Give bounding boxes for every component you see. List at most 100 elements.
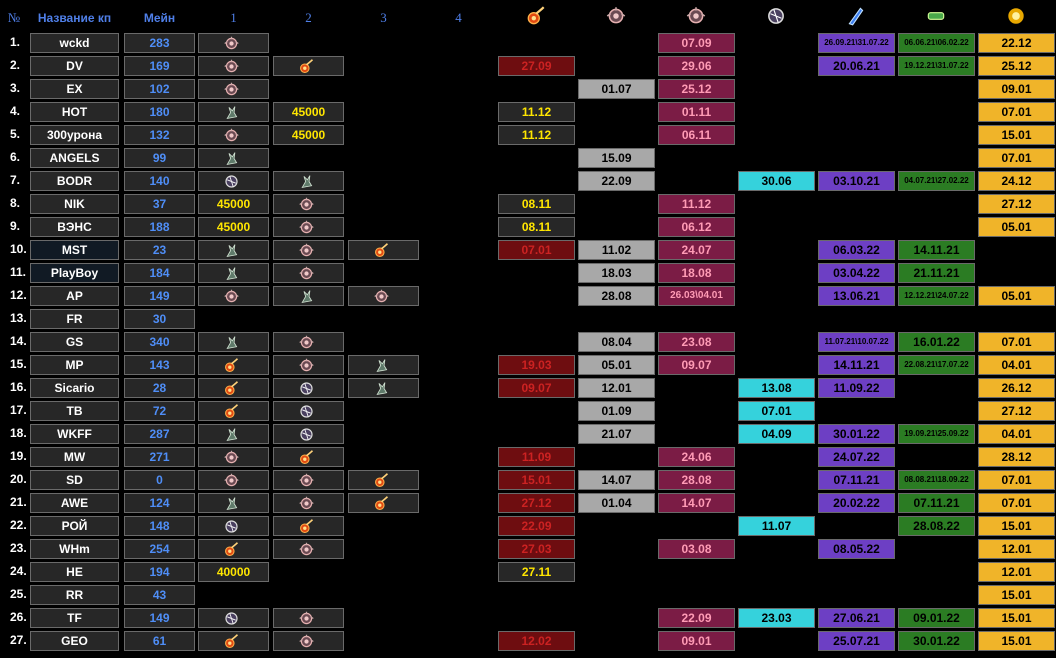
- clan-name[interactable]: GEO: [30, 631, 119, 651]
- slot-1-claw-icon: [198, 240, 269, 260]
- slot-1-fire-icon: [198, 401, 269, 421]
- main-value: 43: [124, 585, 195, 605]
- scroll-date: 16.01.22: [898, 332, 975, 352]
- clan-name[interactable]: AWE: [30, 493, 119, 513]
- row-number: 14.: [10, 334, 27, 348]
- clan-name[interactable]: ВЭНС: [30, 217, 119, 237]
- fire-date: 12.02: [498, 631, 575, 651]
- fire-date: 27.11: [498, 562, 575, 582]
- crest-date: 01.11: [658, 102, 735, 122]
- claw-date: 14.07: [578, 470, 655, 490]
- gold-date: 05.01: [978, 217, 1055, 237]
- header-s1: 1: [230, 10, 237, 25]
- gold-date: 25.12: [978, 56, 1055, 76]
- clan-name[interactable]: WHm: [30, 539, 119, 559]
- gold-date: 12.01: [978, 539, 1055, 559]
- gold-date: 15.01: [978, 585, 1055, 605]
- clan-name[interactable]: HE: [30, 562, 119, 582]
- slot-3-fire-icon: [348, 493, 419, 513]
- clan-name[interactable]: WKFF: [30, 424, 119, 444]
- slot-2-sphere-icon: [273, 378, 344, 398]
- fire-date: 09.07: [498, 378, 575, 398]
- gold-date: 07.01: [978, 493, 1055, 513]
- scroll-date: 09.01.22: [898, 608, 975, 628]
- crystal-date: 20.02.22: [818, 493, 895, 513]
- scroll-date: 19.12.21\31.07.22: [898, 56, 975, 76]
- crest-date: 26.03\04.01: [658, 286, 735, 306]
- clan-name[interactable]: AP: [30, 286, 119, 306]
- slot-1-claw-icon: [198, 102, 269, 122]
- row-number: 1.: [10, 35, 21, 49]
- gold-date: 12.01: [978, 562, 1055, 582]
- crest-date: 09.01: [658, 631, 735, 651]
- crystal-date: 27.06.21: [818, 608, 895, 628]
- clan-name[interactable]: ANGELS: [30, 148, 119, 168]
- row-number: 23.: [10, 541, 27, 555]
- row-number: 12.: [10, 288, 27, 302]
- fire-date: 22.09: [498, 516, 575, 536]
- crest-date: 29.06: [658, 56, 735, 76]
- row-number: 20.: [10, 472, 27, 486]
- clan-name[interactable]: NIK: [30, 194, 119, 214]
- crest-date: 23.08: [658, 332, 735, 352]
- slot-2-crest-icon: [273, 493, 344, 513]
- header-s4: 4: [455, 10, 462, 25]
- clan-name[interactable]: FR: [30, 309, 119, 329]
- clan-name[interactable]: PlayBoy: [30, 263, 119, 283]
- main-value: 149: [124, 608, 195, 628]
- fire-date: 15.01: [498, 470, 575, 490]
- scroll-date: 30.01.22: [898, 631, 975, 651]
- main-value: 271: [124, 447, 195, 467]
- gold-date: 07.01: [978, 470, 1055, 490]
- slot-2-claw-icon: [273, 286, 344, 306]
- clan-name[interactable]: Sicario: [30, 378, 119, 398]
- clan-name[interactable]: 300урона: [30, 125, 119, 145]
- crystal-date: 07.11.21: [818, 470, 895, 490]
- crystal-date: 03.10.21: [818, 171, 895, 191]
- clan-name[interactable]: SD: [30, 470, 119, 490]
- clan-name[interactable]: RR: [30, 585, 119, 605]
- slot-1-claw-icon: [198, 263, 269, 283]
- crest-date: 24.07: [658, 240, 735, 260]
- claw-date: 01.07: [578, 79, 655, 99]
- slot-1-crest-icon: [198, 79, 269, 99]
- main-value: 148: [124, 516, 195, 536]
- clan-name[interactable]: EX: [30, 79, 119, 99]
- row-number: 13.: [10, 311, 27, 325]
- scroll-date: 06.06.21\06.02.22: [898, 33, 975, 53]
- slot-2-claw-icon: [273, 171, 344, 191]
- clan-name[interactable]: TB: [30, 401, 119, 421]
- golden-aura-icon: [1005, 5, 1027, 27]
- sphere-icon: [765, 5, 787, 27]
- slot-2-sphere-icon: [273, 401, 344, 421]
- scroll-date: 07.11.21: [898, 493, 975, 513]
- crystal-date: 26.09.21\31.07.22: [818, 33, 895, 53]
- crystal-date: 30.01.22: [818, 424, 895, 444]
- clan-name[interactable]: TF: [30, 608, 119, 628]
- crest-date: 24.06: [658, 447, 735, 467]
- crest-date: 14.07: [658, 493, 735, 513]
- clan-name[interactable]: HOT: [30, 102, 119, 122]
- slot-2-crest-icon: [273, 608, 344, 628]
- clan-name[interactable]: MST: [30, 240, 119, 260]
- clan-name[interactable]: MW: [30, 447, 119, 467]
- clan-name[interactable]: GS: [30, 332, 119, 352]
- clan-name[interactable]: РОЙ: [30, 516, 119, 536]
- clan-name[interactable]: MP: [30, 355, 119, 375]
- main-value: 184: [124, 263, 195, 283]
- sphere-date: 11.07: [738, 516, 815, 536]
- slot-2: 45000: [273, 102, 344, 122]
- slot-1-crest-icon: [198, 447, 269, 467]
- scroll-date: 28.08.22: [898, 516, 975, 536]
- row-number: 25.: [10, 587, 27, 601]
- clan-name[interactable]: BODR: [30, 171, 119, 191]
- clan-name[interactable]: DV: [30, 56, 119, 76]
- slot-3-claw-icon: [348, 355, 419, 375]
- fire-date: 27.03: [498, 539, 575, 559]
- slot-2-crest-icon: [273, 217, 344, 237]
- clan-name[interactable]: wckd: [30, 33, 119, 53]
- scroll-date: 08.08.21\18.09.22: [898, 470, 975, 490]
- row-number: 17.: [10, 403, 27, 417]
- gold-date: 07.01: [978, 148, 1055, 168]
- fire-orb-icon: [525, 5, 547, 27]
